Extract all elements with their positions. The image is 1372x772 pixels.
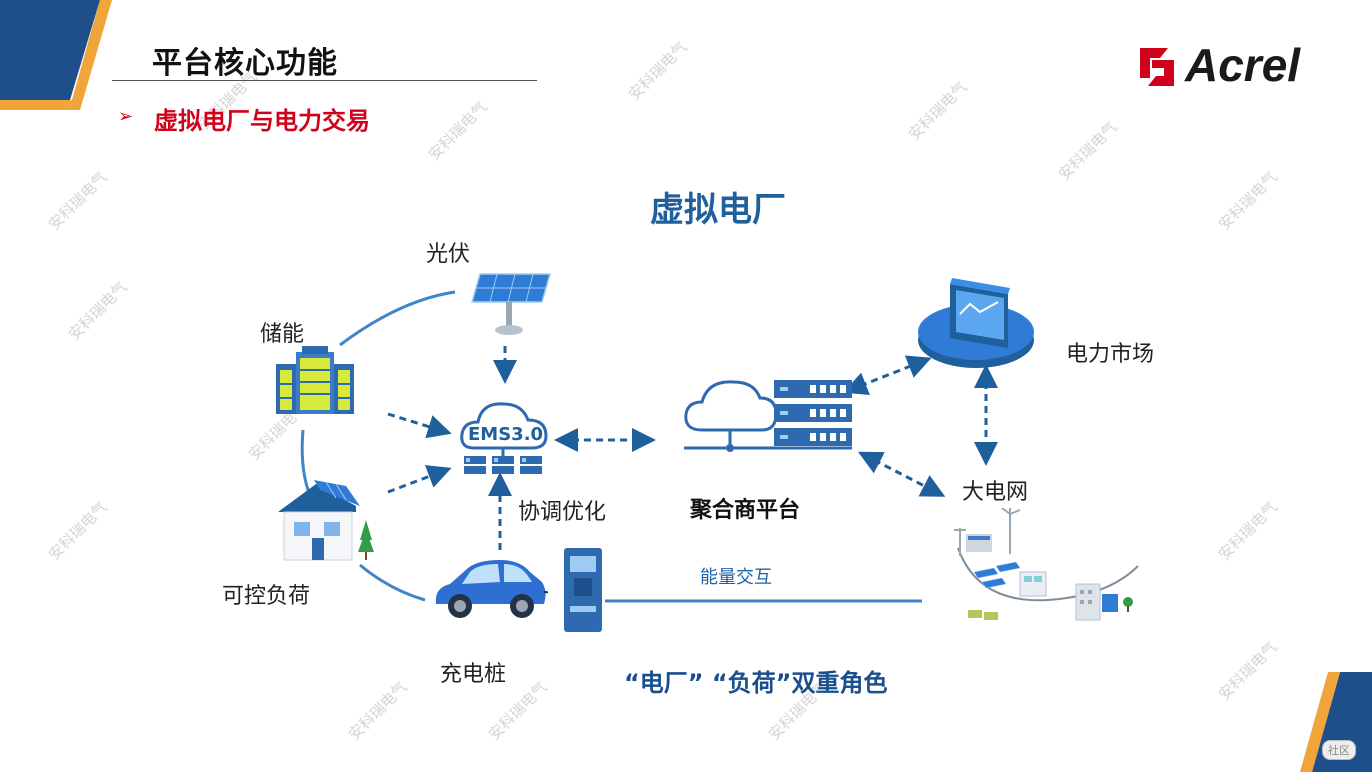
diagram-title: 虚拟电厂 (650, 190, 786, 230)
top-left-corner-decoration (0, 0, 112, 110)
label-energy-interaction: 能量交互 (700, 567, 772, 588)
ems-label: EMS3.0 (468, 424, 544, 445)
label-charging-pile: 充电桩 (440, 662, 507, 687)
electric-car-icon (435, 560, 548, 618)
house-load-icon (278, 480, 374, 561)
power-market-icon (918, 278, 1034, 368)
section-subtitle: 虚拟电厂与电力交易 (154, 107, 370, 135)
label-coordination: 协调优化 (518, 500, 607, 525)
tagline-dual-role: “电厂” “负荷”双重角色 (624, 669, 888, 697)
bullet-arrow-icon: ➢ (118, 106, 134, 127)
acrel-logo-icon (1140, 48, 1174, 86)
aggregator-server-icon (684, 380, 852, 452)
label-pv: 光伏 (426, 242, 471, 267)
ems-cloud-icon (460, 402, 548, 474)
slide-title: 平台核心功能 (152, 46, 338, 81)
label-controllable-load: 可控负荷 (222, 584, 311, 609)
solar-panel-icon (471, 273, 551, 335)
acrel-logo-text: Acrel (1185, 39, 1301, 91)
title-underline (112, 80, 537, 81)
power-grid-icon (954, 508, 1139, 621)
label-power-market: 电力市场 (1066, 342, 1155, 367)
storage-battery-icon (276, 346, 354, 414)
charging-pile-icon (564, 548, 602, 632)
label-aggregator-platform: 聚合商平台 (690, 498, 801, 523)
label-grid: 大电网 (962, 480, 1029, 505)
corner-badge: 社区 (1322, 740, 1356, 760)
label-storage: 储能 (260, 322, 305, 347)
